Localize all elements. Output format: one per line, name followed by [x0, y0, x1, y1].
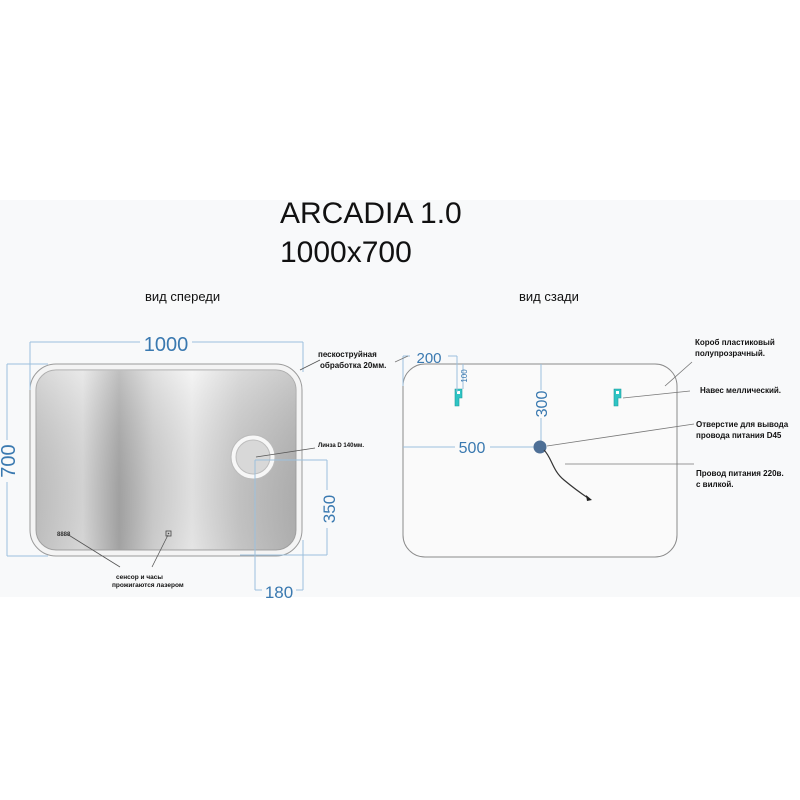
power-cable	[543, 449, 589, 499]
cable-note-line2: с вилкой.	[696, 480, 734, 489]
front-view-label: вид спереди	[145, 289, 221, 304]
hole-note-line2: провода питания D45	[696, 431, 782, 440]
dim-height-value: 700	[0, 444, 20, 477]
cable-note-line1: Провод питания 220в.	[696, 469, 784, 478]
model-size: 1000x700	[280, 236, 412, 269]
dim-hole-vertical-value: 300	[534, 391, 551, 418]
cable-hole-icon	[533, 440, 547, 454]
lens-note: Линза D 140мм.	[318, 443, 364, 449]
dim-lens-vertical-value: 350	[320, 495, 339, 523]
hanger-note: Навес меллический.	[700, 386, 781, 395]
dim-hole-horizontal-value: 500	[459, 440, 486, 457]
dim-width	[29, 341, 304, 390]
box-note-line2: полупрозрачный.	[695, 349, 765, 358]
box-note-line1: Короб пластиковый	[695, 338, 775, 347]
clock-display: 8888	[57, 532, 71, 538]
dim-height	[6, 363, 48, 557]
sensor-note-line1: сенсор и часы	[116, 574, 163, 581]
plug-icon	[586, 495, 592, 501]
dim-hanger-offset-value: 200	[416, 350, 441, 367]
sandblast-note-line2: обработка 20мм.	[320, 361, 386, 370]
front-view: 8888 1000 700 350	[0, 334, 386, 602]
hole-note-line1: Отверстие для вывода	[696, 420, 789, 429]
back-view-label: вид сзади	[519, 289, 579, 304]
sandblast-note-line1: пескоструйная	[318, 350, 377, 359]
dim-lens-horizontal-value: 180	[265, 583, 293, 602]
sensor-note-line2: прожигаются лазером	[112, 582, 184, 589]
plastic-box	[402, 363, 678, 558]
hanger-left-icon	[454, 388, 463, 407]
hanger-right-icon	[613, 388, 622, 407]
back-view: 200 100 300 500 К	[394, 338, 789, 558]
model-title: ARCADIA 1.0	[280, 197, 462, 230]
lens-icon	[235, 439, 271, 475]
dim-width-value: 1000	[144, 334, 189, 356]
dim-hanger-offset	[402, 355, 458, 392]
dim-hanger-top-value: 100	[460, 369, 469, 383]
touch-sensor-icon	[165, 530, 172, 537]
dim-lens-horizontal	[254, 460, 304, 591]
